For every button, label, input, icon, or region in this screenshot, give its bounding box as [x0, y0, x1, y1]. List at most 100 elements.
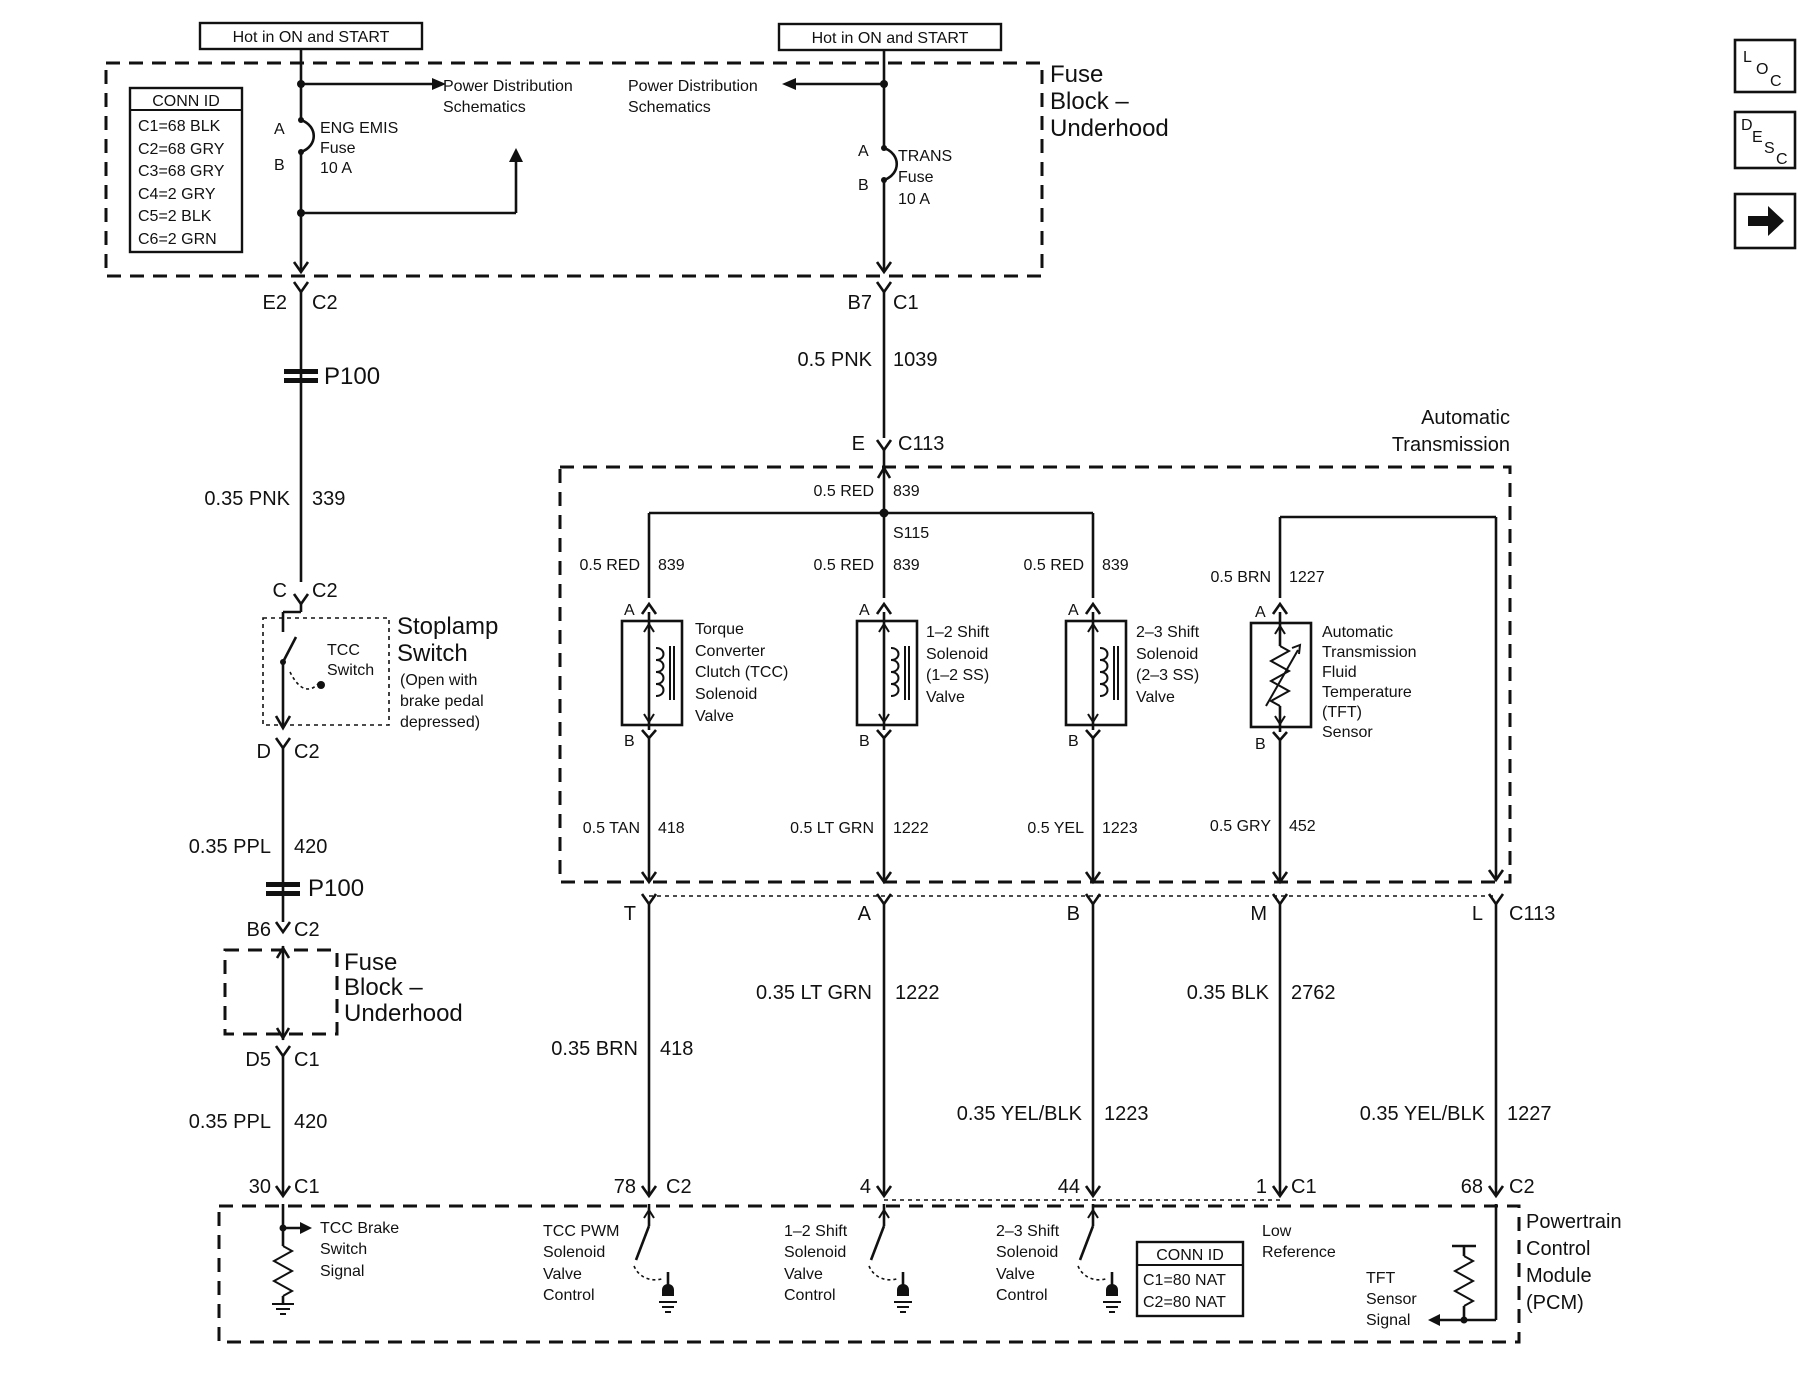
svg-text:(TFT): (TFT) [1322, 704, 1362, 721]
svg-text:0.5 LT GRN: 0.5 LT GRN [790, 820, 874, 837]
svg-text:C4=2 GRY: C4=2 GRY [138, 186, 216, 203]
ground-icon [272, 1303, 294, 1315]
svg-text:TCC Brake: TCC Brake [320, 1220, 399, 1237]
svg-text:68: 68 [1461, 1176, 1483, 1198]
pcm-title-3: Module [1526, 1265, 1592, 1287]
svg-text:B: B [1255, 736, 1266, 753]
svg-text:0.5 YEL: 0.5 YEL [1027, 820, 1084, 837]
svg-text:2–3 Shift: 2–3 Shift [996, 1223, 1060, 1240]
svg-text:Valve: Valve [784, 1266, 823, 1283]
svg-text:C2=80 NAT: C2=80 NAT [1143, 1294, 1226, 1311]
svg-text:C2=68 GRY: C2=68 GRY [138, 141, 225, 158]
svg-text:Fuse: Fuse [898, 169, 934, 186]
svg-text:839: 839 [893, 557, 920, 574]
svg-text:Solenoid: Solenoid [926, 646, 988, 663]
thermistor-icon [1268, 645, 1292, 707]
svg-text:0.35 BLK: 0.35 BLK [1187, 982, 1270, 1004]
desc-e: E [1752, 129, 1763, 146]
svg-text:Control: Control [996, 1287, 1048, 1304]
ground-icon [894, 1301, 912, 1313]
svg-text:B: B [1068, 733, 1079, 750]
svg-text:B: B [859, 733, 870, 750]
svg-text:Sensor: Sensor [1366, 1291, 1417, 1308]
svg-text:10 A: 10 A [898, 191, 930, 208]
svg-text:0.35 PPL: 0.35 PPL [189, 836, 271, 858]
svg-text:TCC: TCC [327, 642, 360, 659]
desc-d: D [1741, 117, 1753, 134]
svg-text:C1: C1 [1291, 1176, 1317, 1198]
svg-text:1: 1 [1256, 1176, 1267, 1198]
svg-text:A: A [858, 903, 872, 925]
svg-text:Valve: Valve [695, 708, 734, 725]
loc-button[interactable]: L O C [1733, 38, 1797, 94]
svg-text:C2: C2 [1509, 1176, 1535, 1198]
svg-text:Valve: Valve [1136, 689, 1175, 706]
svg-text:Underhood: Underhood [344, 1000, 463, 1027]
svg-text:TFT: TFT [1366, 1270, 1396, 1287]
switch-contact-icon [869, 1225, 886, 1261]
coil-icon [890, 647, 900, 697]
svg-text:0.5 GRY: 0.5 GRY [1210, 818, 1271, 835]
svg-text:Solenoid: Solenoid [695, 686, 757, 703]
svg-text:2–3 Shift: 2–3 Shift [1136, 624, 1200, 641]
svg-text:Converter: Converter [695, 643, 766, 660]
svg-text:C1: C1 [294, 1176, 320, 1198]
svg-text:Fuse: Fuse [320, 140, 356, 157]
tft-sensor: 0.5 BRN 1227 A B Automatic Transmission … [1210, 569, 1417, 885]
switch-contact-icon [634, 1225, 651, 1261]
svg-text:839: 839 [893, 483, 920, 500]
svg-text:depressed): depressed) [400, 714, 480, 731]
svg-text:Stoplamp: Stoplamp [397, 613, 498, 640]
shift-12-solenoid: 0.5 RED 839 A B 1–2 Shift Solenoid (1–2 … [790, 557, 990, 885]
svg-text:ENG EMIS: ENG EMIS [320, 120, 398, 137]
svg-text:S115: S115 [893, 525, 929, 542]
svg-text:Transmission: Transmission [1322, 644, 1417, 661]
fuse-block-top-boundary [104, 61, 1044, 278]
svg-text:B7: B7 [848, 292, 872, 314]
svg-text:C2: C2 [294, 741, 320, 763]
left-circuit: E2 C2 P100 0.35 PNK 339 C C2 TCC Switch … [189, 281, 498, 1199]
svg-text:B: B [858, 177, 869, 194]
eng-fuse-pin-b: B [274, 157, 285, 174]
next-button[interactable] [1733, 192, 1797, 250]
svg-text:420: 420 [294, 1111, 327, 1133]
svg-text:1227: 1227 [1289, 569, 1325, 586]
svg-text:C1: C1 [893, 292, 919, 314]
eng-fuse-pin-a: A [274, 121, 285, 138]
svg-text:P100: P100 [308, 875, 364, 902]
eng-emis-fuse: A B ENG EMIS Fuse 10 A Power Distributio… [274, 50, 573, 275]
svg-text:1223: 1223 [1102, 820, 1138, 837]
switch-contact-icon [1078, 1225, 1095, 1261]
svg-text:C2: C2 [312, 580, 338, 602]
fuse-block-title-1: Fuse [1050, 61, 1103, 88]
svg-text:P100: P100 [324, 363, 380, 390]
svg-text:Signal: Signal [1366, 1312, 1410, 1329]
svg-text:Schematics: Schematics [628, 99, 711, 116]
coil-icon [1099, 647, 1109, 697]
svg-text:0.5 BRN: 0.5 BRN [1211, 569, 1271, 586]
svg-text:0.5 TAN: 0.5 TAN [583, 820, 640, 837]
svg-text:420: 420 [294, 836, 327, 858]
svg-text:(1–2 SS): (1–2 SS) [926, 667, 989, 684]
svg-text:C2: C2 [312, 292, 338, 314]
svg-text:C113: C113 [1509, 903, 1555, 925]
svg-text:Hot in ON and START: Hot in ON and START [233, 29, 390, 46]
svg-text:C113: C113 [898, 433, 944, 455]
loc-o: O [1756, 61, 1768, 78]
svg-text:Power Distribution: Power Distribution [628, 78, 758, 95]
svg-text:Schematics: Schematics [443, 99, 526, 116]
svg-text:1–2 Shift: 1–2 Shift [926, 624, 990, 641]
svg-text:0.5 RED: 0.5 RED [580, 557, 640, 574]
auto-trans-title-1: Automatic [1421, 407, 1510, 429]
svg-text:C: C [273, 580, 287, 602]
svg-text:Hot in ON and START: Hot in ON and START [812, 30, 969, 47]
auto-trans-boundary [558, 465, 1512, 884]
trans-fuse: A B TRANS Fuse 10 A Power Distribution S… [628, 51, 952, 275]
auto-trans-title-2: Transmission [1392, 434, 1510, 456]
svg-text:0.35 BRN: 0.35 BRN [551, 1038, 638, 1060]
desc-c: C [1776, 151, 1788, 168]
svg-text:418: 418 [658, 820, 685, 837]
svg-text:0.35 PNK: 0.35 PNK [204, 488, 290, 510]
desc-button[interactable]: D E S C [1733, 110, 1797, 170]
svg-text:B: B [624, 733, 635, 750]
